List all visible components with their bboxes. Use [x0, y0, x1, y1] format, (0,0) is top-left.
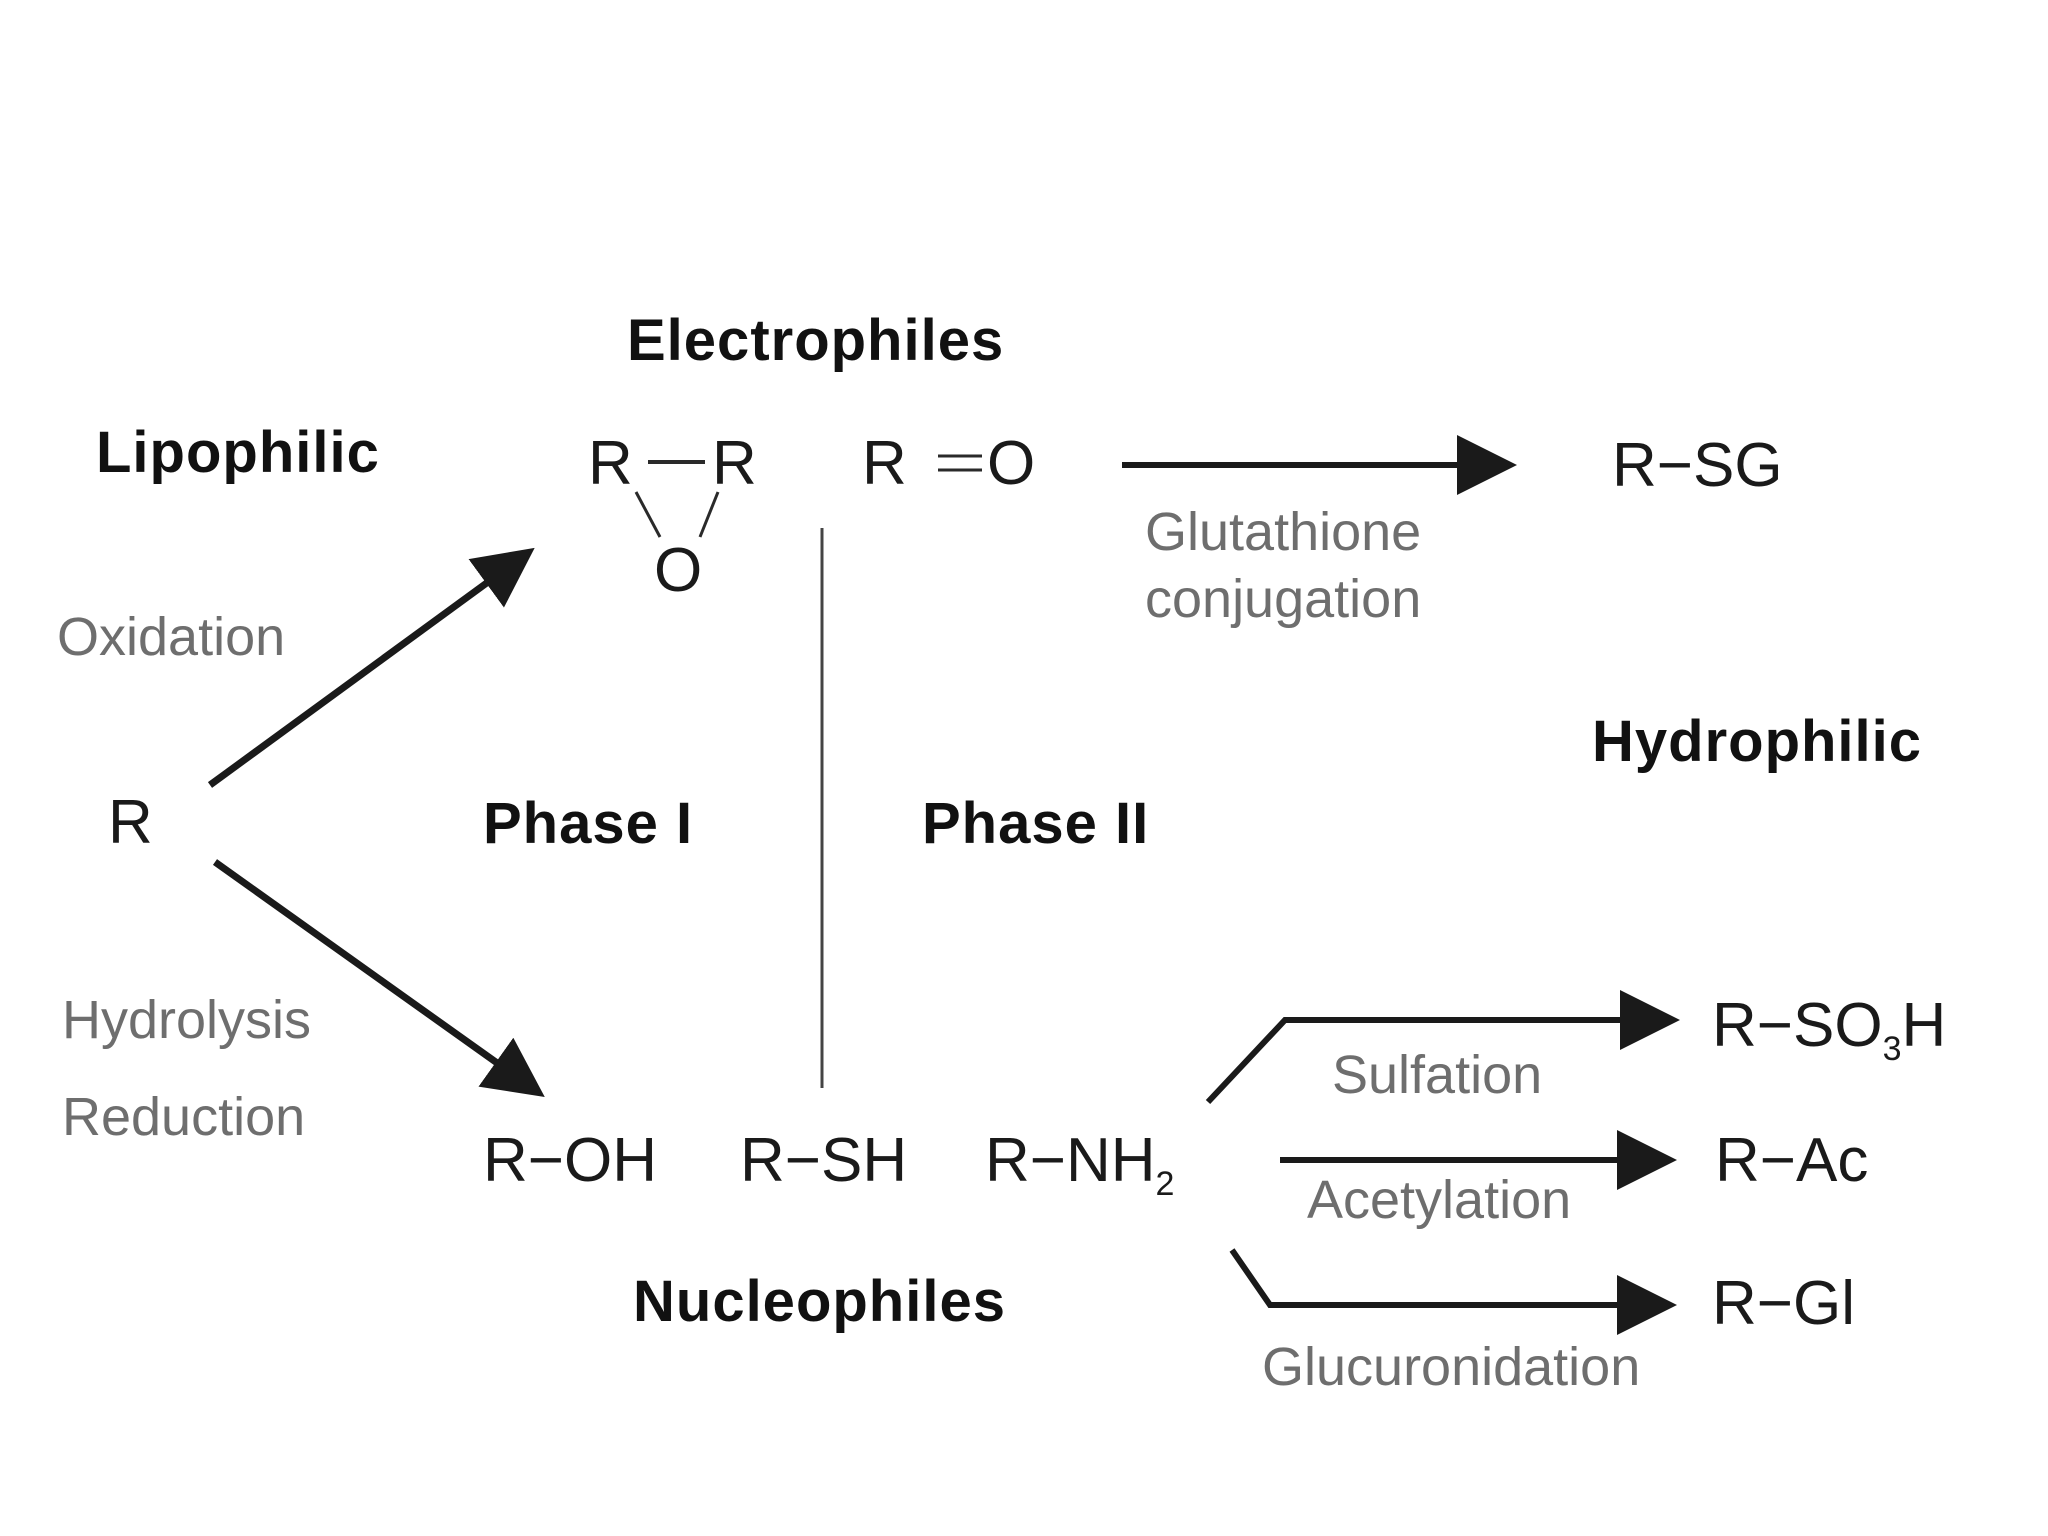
glucuronidation-arrow: [1229, 1248, 1677, 1335]
epoxide-left-r: R: [588, 429, 633, 498]
epoxide-co-bond-left: [634, 491, 662, 538]
lipophilic-heading: Lipophilic: [96, 420, 380, 485]
r-oh-nucleophile: R−OH: [483, 1126, 657, 1195]
carbonyl-r: R: [862, 429, 907, 498]
glutathione-label-line1: Glutathione: [1145, 502, 1422, 562]
oxidation-arrow: [207, 547, 535, 788]
carbonyl-oxygen: O: [987, 429, 1036, 498]
hydrolysis-arrow: [212, 859, 545, 1097]
r-so3h-main: R−SO: [1712, 991, 1883, 1060]
hydrophilic-heading: Hydrophilic: [1592, 709, 1923, 774]
substrate-r: R: [108, 788, 153, 857]
epoxide-oxygen: O: [654, 536, 703, 605]
epoxide-right-r: R: [712, 429, 757, 498]
phase-2-label: Phase II: [922, 791, 1150, 856]
oxidation-label: Oxidation: [57, 607, 286, 667]
r-so3h-tail: H: [1901, 991, 1947, 1060]
r-sh-nucleophile: R−SH: [740, 1126, 908, 1195]
glutathione-label-line2: conjugation: [1145, 569, 1422, 629]
nucleophiles-heading: Nucleophiles: [633, 1269, 1006, 1334]
r-nh2-nucleophile: R−NH2: [985, 1130, 1175, 1203]
reduction-label: Reduction: [62, 1087, 306, 1147]
phase-1-label: Phase I: [483, 791, 694, 856]
sulfation-arrow: [1205, 990, 1680, 1105]
sulfation-label: Sulfation: [1332, 1045, 1543, 1105]
glucuronidation-label: Glucuronidation: [1262, 1337, 1641, 1397]
epoxide-co-bond-right: [698, 491, 720, 538]
electrophiles-heading: Electrophiles: [627, 308, 1005, 373]
r-so3h-product: R−SO3H: [1712, 995, 1946, 1068]
acetylation-label: Acetylation: [1307, 1170, 1572, 1230]
r-nh2-subscript: 2: [1155, 1165, 1175, 1203]
r-sg-product: R−SG: [1612, 431, 1783, 500]
r-ac-product: R−Ac: [1715, 1126, 1869, 1195]
r-gl-product: R−Gl: [1712, 1269, 1855, 1338]
r-so3h-subscript: 3: [1882, 1030, 1902, 1068]
hydrolysis-label: Hydrolysis: [62, 990, 312, 1050]
r-nh2-main: R−NH: [985, 1126, 1156, 1195]
